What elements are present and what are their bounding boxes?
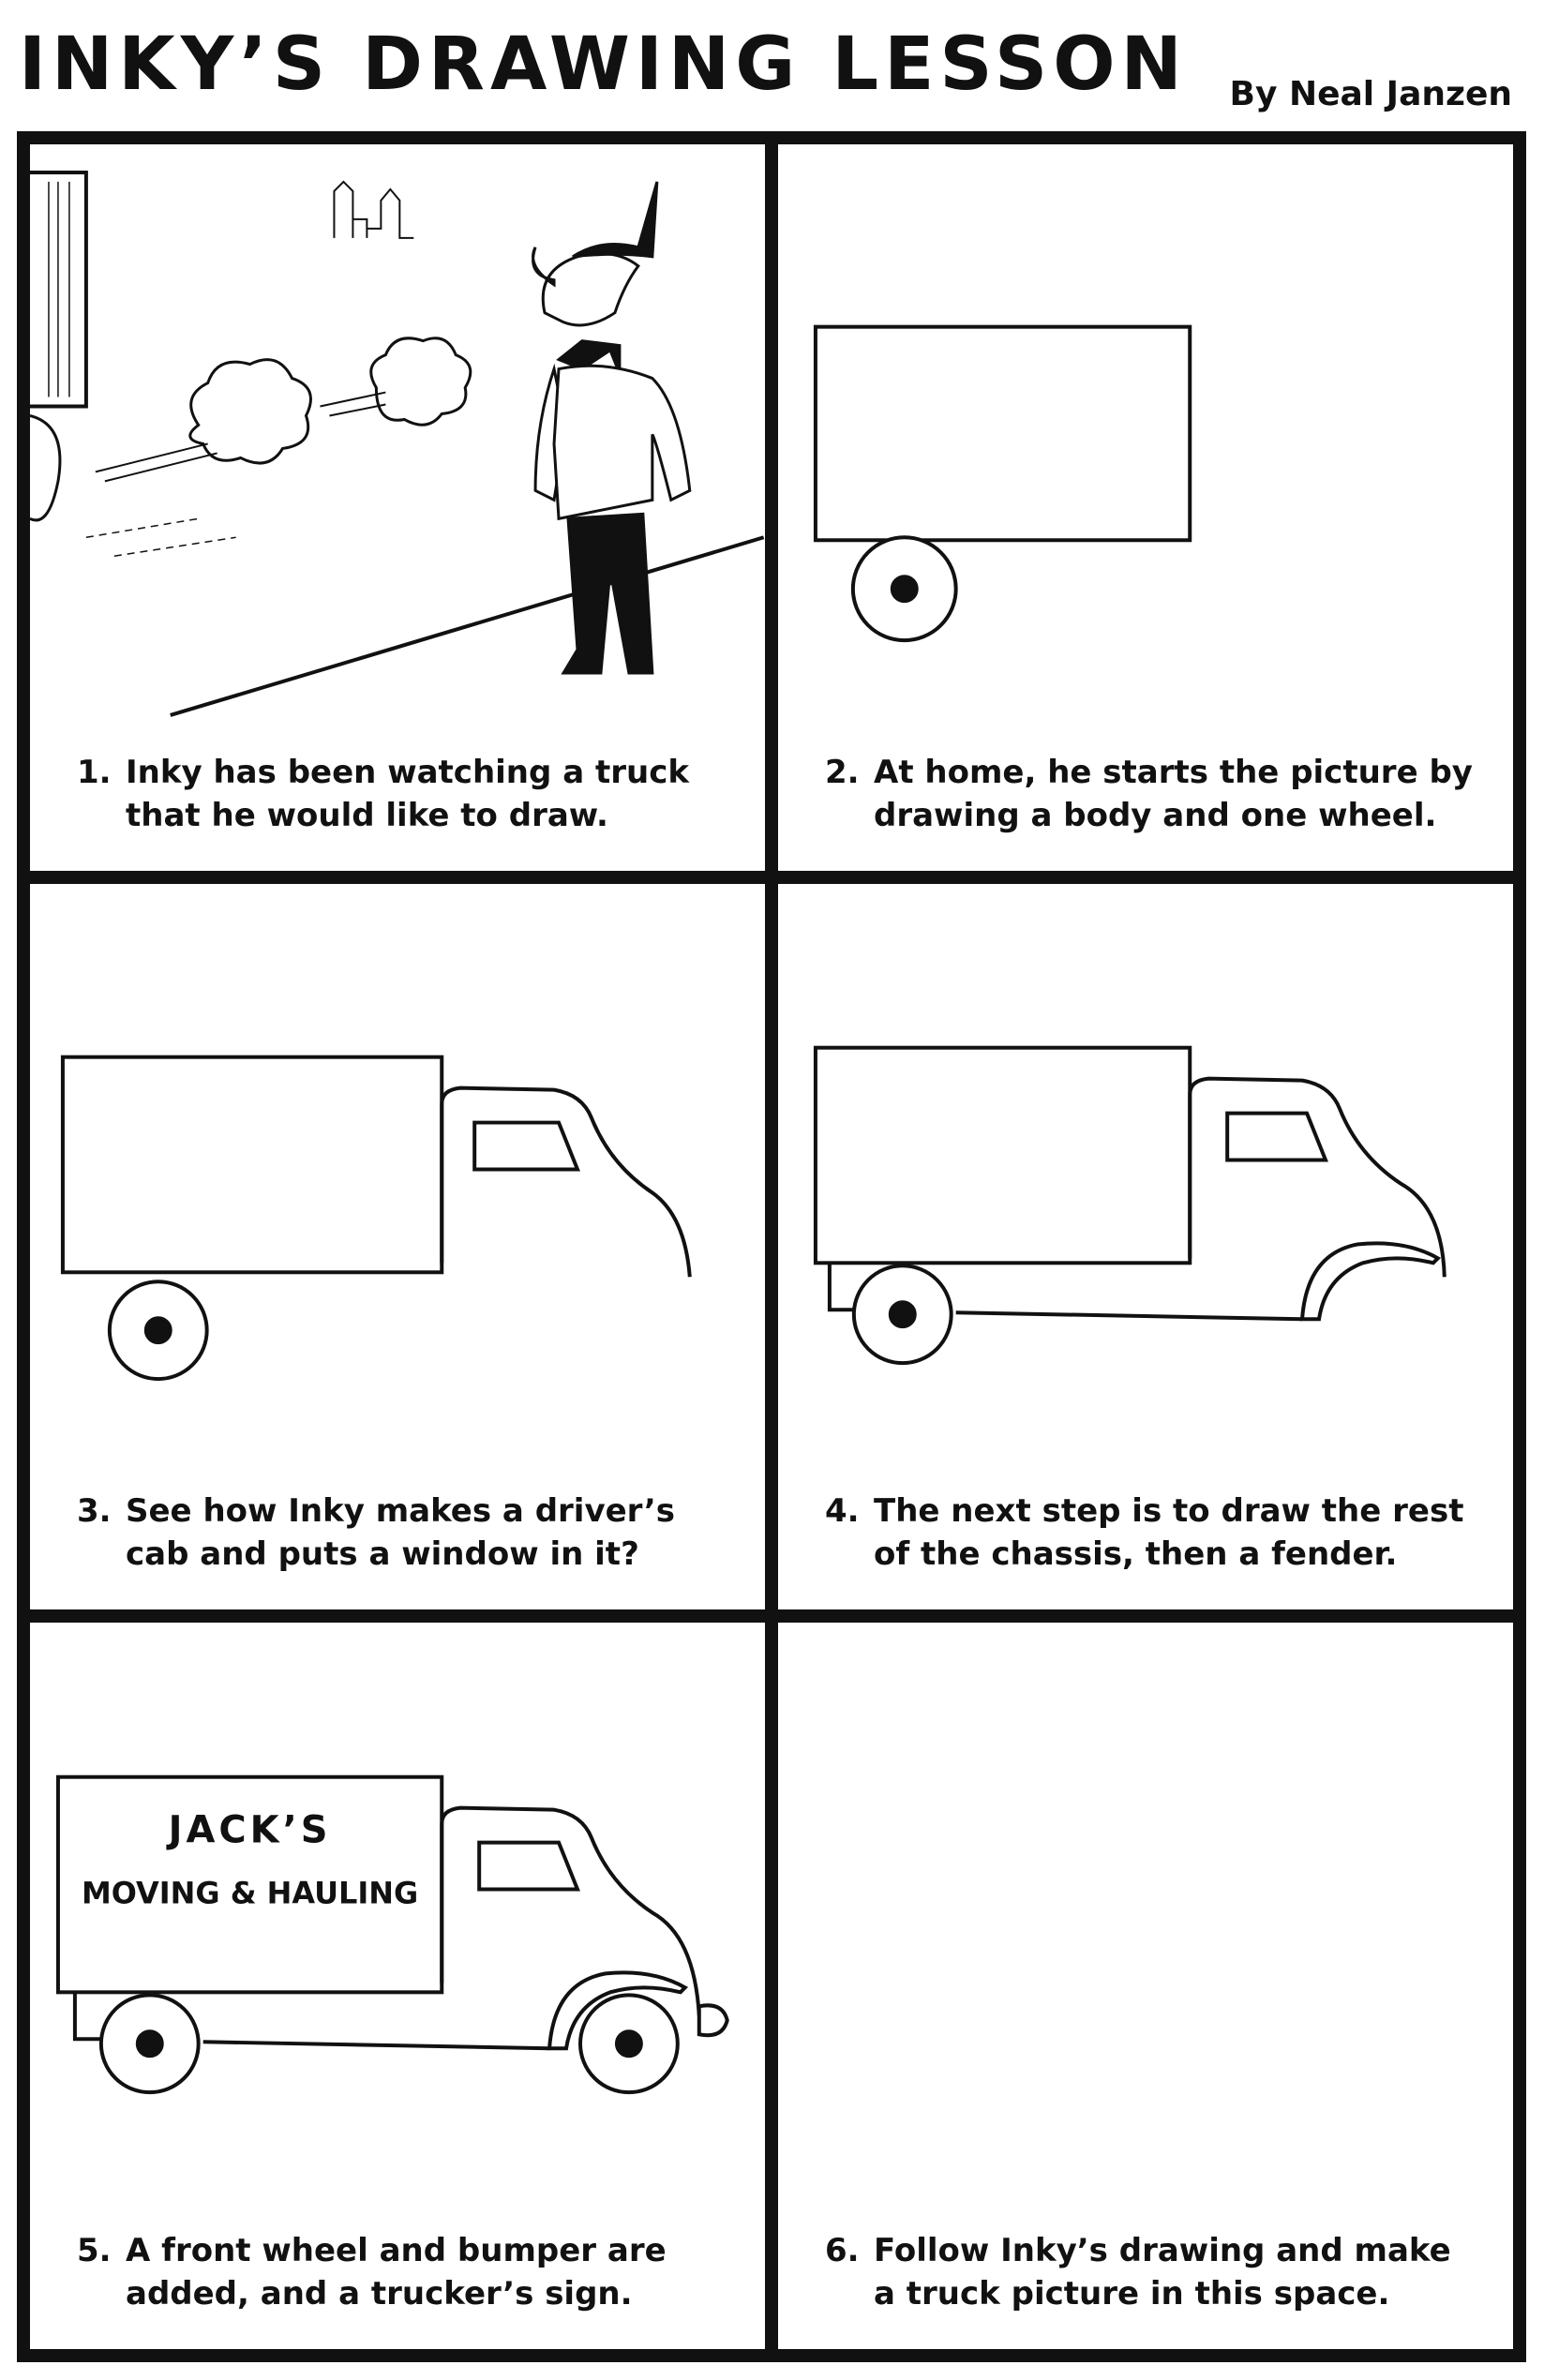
panel-4-caption-line-2: of the chassis, then a fender. [874, 1535, 1398, 1574]
comic-grid: 1. Inky has been watching a truck that he… [17, 131, 1526, 2362]
panel-4-number: 4. [825, 1492, 860, 1531]
panel-3-caption-line-1: See how Inky makes a driver’s [126, 1492, 676, 1531]
panel-4-caption: 4. The next step is to draw the rest of t… [825, 1489, 1494, 1576]
panel-6-blank-drawing-space[interactable]: 6. Follow Inky’s drawing and make a truck… [778, 1623, 1513, 2349]
truck-step-3-drawing [60, 1055, 692, 1381]
panel-1: 1. Inky has been watching a truck that he… [30, 144, 765, 871]
panel-2-caption: 2. At home, he starts the picture by draw… [825, 751, 1494, 837]
panel-1-caption-line-2: that he would like to draw. [126, 796, 608, 834]
panel-4-caption-line-1: The next step is to draw the rest [874, 1492, 1464, 1531]
inky-watching-truck-illustration [30, 170, 765, 717]
truck-step-5-drawing: JACK’S MOVING & HAULING [55, 1775, 729, 2095]
panel-1-number: 1. [77, 753, 112, 791]
author-byline: By Neal Janzen [1229, 75, 1512, 113]
panel-5-number: 5. [77, 2232, 112, 2269]
panel-6-caption: 6. Follow Inky’s drawing and make a truck… [825, 2229, 1494, 2315]
panel-4: 4. The next step is to draw the rest of t… [778, 883, 1513, 1610]
panel-3-number: 3. [77, 1492, 112, 1531]
panel-3-caption: 3. See how Inky makes a driver’s cab and … [77, 1489, 746, 1576]
page-title: INKY’S DRAWING LESSON [19, 22, 1188, 107]
panel-1-caption-line-1: Inky has been watching a truck [126, 753, 689, 791]
panel-1-caption: 1. Inky has been watching a truck that he… [77, 751, 746, 837]
panel-5-caption-line-2: added, and a trucker’s sign. [126, 2275, 633, 2313]
truck-step-2-drawing [813, 324, 1192, 643]
panel-6-caption-line-1: Follow Inky’s drawing and make [874, 2232, 1451, 2269]
panel-2-caption-line-1: At home, he starts the picture by [874, 753, 1473, 791]
panel-3: 3. See how Inky makes a driver’s cab and … [30, 883, 765, 1610]
panel-5-caption-line-1: A front wheel and bumper are [126, 2232, 667, 2269]
truck-sign-line-1: JACK’S [166, 1809, 332, 1852]
panel-2-caption-line-2: drawing a body and one wheel. [874, 796, 1437, 834]
truck-step-4-drawing [813, 1045, 1447, 1365]
panel-5: JACK’S MOVING & HAULING 5. A front wheel … [30, 1623, 765, 2349]
panel-6-number: 6. [825, 2232, 860, 2269]
panel-6-caption-line-2: a truck picture in this space. [874, 2275, 1390, 2313]
panel-5-caption: 5. A front wheel and bumper are added, an… [77, 2229, 746, 2315]
panel-2-number: 2. [825, 753, 860, 791]
panel-2: 2. At home, he starts the picture by draw… [778, 144, 1513, 871]
truck-sign-line-2: MOVING & HAULING [82, 1876, 418, 1911]
panel-3-caption-line-2: cab and puts a window in it? [126, 1535, 639, 1574]
